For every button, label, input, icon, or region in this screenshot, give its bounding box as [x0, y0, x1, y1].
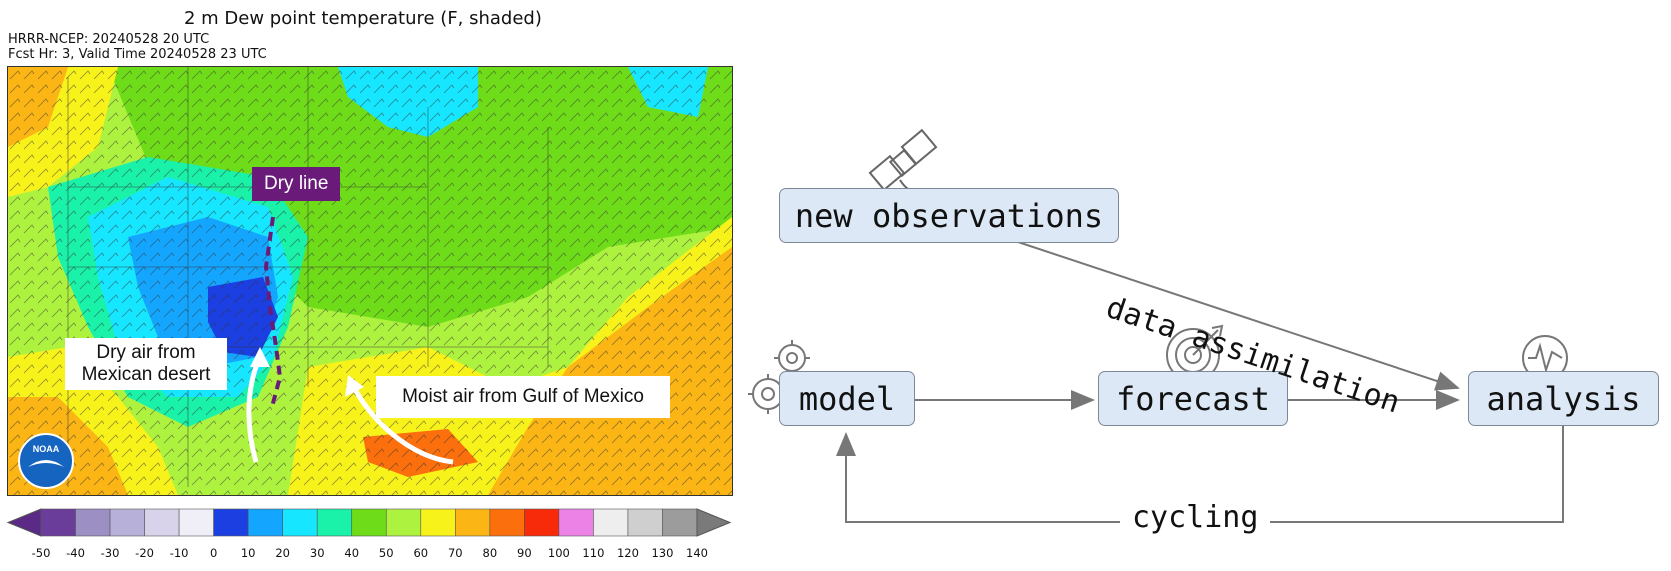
colorbar — [6, 508, 732, 537]
colorbar-swatch — [385, 508, 422, 537]
colorbar-swatch — [524, 508, 560, 537]
colorbar-swatch — [489, 508, 525, 537]
noaa-logo-text: NOAA — [32, 444, 60, 454]
dewpoint-map — [7, 66, 733, 496]
colorbar-tick-label: -20 — [135, 546, 154, 560]
edge-label-cycling: cycling — [1120, 500, 1271, 535]
colorbar-tick-label: 140 — [686, 546, 708, 560]
node-model: model — [779, 371, 915, 426]
colorbar-swatch — [558, 508, 594, 537]
node-analysis: analysis — [1468, 371, 1659, 426]
colorbar-tick-label: 120 — [616, 546, 639, 560]
map-subtitle-run: HRRR-NCEP: 20240528 20 UTC — [8, 32, 210, 47]
dry-air-callout: Dry air from Mexican desert — [65, 338, 227, 390]
colorbar-tick-label: 50 — [378, 546, 394, 560]
colorbar-swatch — [75, 508, 111, 537]
dry-air-callout-line2: Mexican desert — [81, 364, 211, 385]
colorbar-swatch — [213, 508, 249, 537]
colorbar-swatch — [593, 508, 629, 537]
dry-air-callout-line1: Dry air from — [96, 342, 196, 363]
colorbar-tick-label: -10 — [169, 546, 189, 560]
arrow-data-assimilation — [1017, 241, 1460, 391]
colorbar-swatch — [40, 508, 76, 537]
colorbar-tick-label: -50 — [31, 546, 51, 560]
colorbar-tick-label: 60 — [413, 546, 429, 560]
colorbar-swatch — [282, 508, 318, 537]
dry-line-label: Dry line — [252, 167, 341, 201]
colorbar-swatch — [109, 508, 145, 537]
satellite-icon — [868, 128, 938, 193]
noaa-logo: NOAA — [18, 433, 74, 489]
map-subtitle-valid: Fcst Hr: 3, Valid Time 20240528 23 UTC — [8, 47, 267, 62]
colorbar-swatch — [178, 508, 214, 537]
data-assimilation-diagram — [748, 128, 1577, 523]
node-forecast: forecast — [1098, 371, 1288, 426]
dry-line-curve — [263, 216, 283, 408]
colorbar-tick-label: 10 — [240, 546, 256, 560]
colorbar-tick-label: 30 — [309, 546, 325, 560]
colorbar-tick-label: 80 — [482, 546, 498, 560]
colorbar-tick-label: -30 — [100, 546, 120, 560]
colorbar-swatch — [144, 508, 180, 537]
colorbar-swatch — [247, 508, 283, 537]
colorbar-swatch — [627, 508, 663, 537]
colorbar-tick-label: -40 — [66, 546, 85, 560]
colorbar-tick-label: 20 — [275, 546, 290, 560]
map-title: 2 m Dew point temperature (F, shaded) — [184, 8, 542, 29]
colorbar-low-extend — [6, 508, 42, 537]
colorbar-tick-label: 0 — [209, 546, 218, 560]
colorbar-swatch — [662, 508, 698, 537]
node-new-observations: new observations — [779, 188, 1119, 243]
colorbar-swatch — [455, 508, 491, 537]
colorbar-tick-label: 100 — [547, 546, 570, 560]
colorbar-tick-label: 130 — [651, 546, 674, 560]
moist-air-callout: Moist air from Gulf of Mexico — [376, 376, 670, 418]
colorbar-tick-label: 70 — [447, 546, 463, 560]
colorbar-swatch — [351, 508, 387, 537]
colorbar-swatch — [420, 508, 456, 537]
colorbar-tick-label: 90 — [517, 546, 532, 560]
colorbar-high-extend — [696, 508, 732, 537]
colorbar-swatch — [316, 508, 353, 537]
colorbar-tick-label: 40 — [344, 546, 360, 560]
dewpoint-field — [8, 67, 732, 495]
colorbar-tick-label: 110 — [582, 546, 605, 560]
